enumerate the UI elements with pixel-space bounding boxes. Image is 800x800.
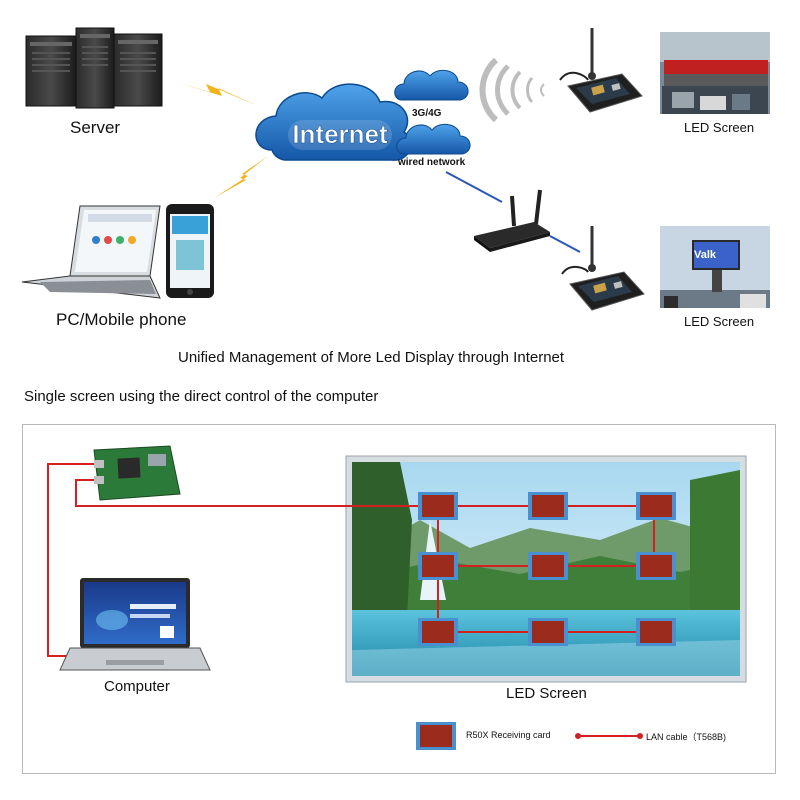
cellular-label: 3G/4G (412, 108, 442, 119)
legend-lan-cable-label: LAN cable（T568B) (646, 732, 727, 742)
legend-receiving-card-swatch (416, 722, 456, 750)
lightning-bolt-icon (176, 82, 258, 106)
laptop-icon (21, 205, 161, 299)
legend-receiving-card-label: R50X Receiving card (466, 730, 551, 740)
computer-laptop-icon (59, 578, 211, 671)
internet-cloud-icon (255, 83, 412, 161)
top-diagram-caption: Unified Management of More Led Display t… (178, 349, 565, 366)
controller-card-icon (93, 445, 181, 501)
screen-2-sign-text: Valk (694, 249, 717, 261)
computer-label: Computer (104, 678, 170, 695)
receiving-card (636, 492, 676, 520)
receiving-card (528, 618, 568, 646)
wired-network-label: wired network (398, 157, 466, 168)
legend-lan-cable-swatch (575, 733, 643, 739)
cellular-cloud-icon (394, 69, 469, 101)
receiving-card (418, 492, 458, 520)
led-screen-label-bottom: LED Screen (506, 685, 587, 702)
wired-cable (445, 171, 503, 203)
mobile-phone-icon (166, 204, 214, 298)
receiving-card (636, 552, 676, 580)
receiving-card (528, 552, 568, 580)
control-card-router-icon (561, 226, 645, 311)
server-label: Server (70, 118, 121, 137)
led-screen-label-2: LED Screen (684, 314, 755, 329)
section-title: Single screen using the direct control o… (24, 388, 379, 405)
router-icon (474, 189, 550, 252)
wired-network-cloud-icon (396, 123, 471, 155)
receiving-card (528, 492, 568, 520)
pc-mobile-label: PC/Mobile phone (56, 310, 187, 329)
led-screen-photo-1 (660, 32, 770, 114)
control-card-wireless-icon (559, 28, 643, 113)
led-screen-label-1: LED Screen (684, 120, 755, 135)
lightning-bolt-icon (214, 156, 268, 198)
internet-label: Internet (292, 119, 388, 149)
lan-cable-network (47, 463, 655, 657)
server-icon (25, 27, 163, 109)
router-cable (549, 235, 581, 253)
receiving-card (418, 552, 458, 580)
led-screen-photo-2 (660, 226, 770, 308)
wireless-signal-icon (479, 57, 545, 123)
receiving-card (418, 618, 458, 646)
receiving-card (636, 618, 676, 646)
